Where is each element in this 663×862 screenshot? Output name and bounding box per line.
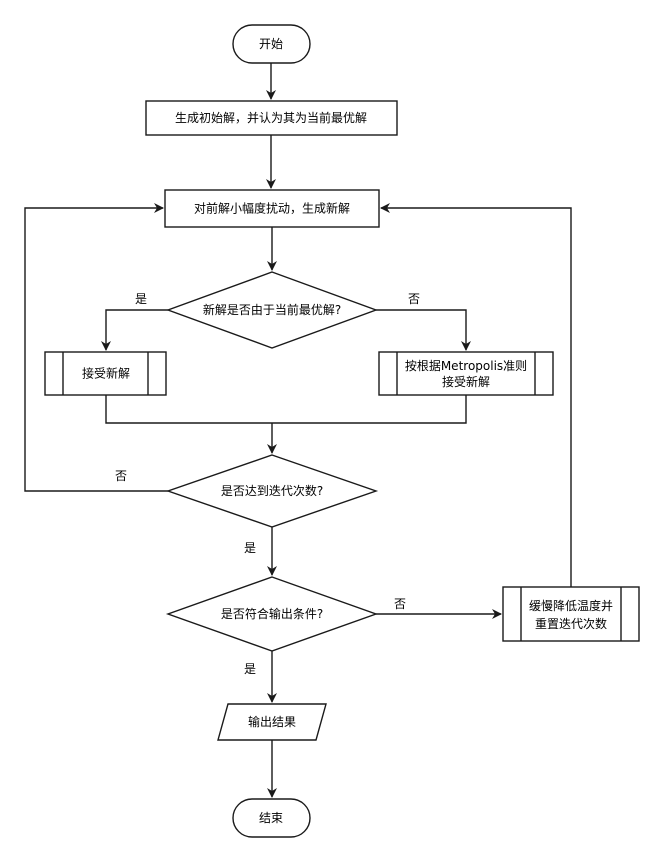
edge-better-yes	[101, 309, 168, 351]
metropolis-label-line2: 接受新解	[442, 374, 490, 389]
decision-better-label: 新解是否由于当前最优解?	[203, 302, 341, 317]
cool-node[interactable]: 缓慢降低温度并 重置迭代次数	[502, 586, 640, 642]
edge-merge	[105, 395, 467, 424]
metropolis-label-line1: 按根据Metropolis准则	[405, 359, 527, 373]
label-better-no: 否	[408, 292, 420, 306]
edge-cool-loop	[380, 203, 572, 587]
label-output-no: 否	[394, 597, 406, 611]
end-label: 结束	[259, 811, 283, 825]
edge-iter-no-loop	[24, 203, 168, 492]
decision-output-node[interactable]: 是否符合输出条件?	[165, 576, 379, 652]
decision-iter-node[interactable]: 是否达到迭代次数?	[165, 454, 379, 528]
start-label: 开始	[259, 37, 283, 51]
edge-better-no	[376, 309, 471, 351]
decision-iter-label: 是否达到迭代次数?	[221, 483, 323, 498]
perturb-label: 对前解小幅度扰动，生成新解	[194, 201, 350, 216]
label-iter-yes: 是	[244, 541, 256, 555]
cool-label-line2: 重置迭代次数	[535, 616, 607, 631]
init-node[interactable]: 生成初始解，并认为其为当前最优解	[145, 100, 398, 136]
decision-output-label: 是否符合输出条件?	[221, 606, 323, 621]
perturb-node[interactable]: 对前解小幅度扰动，生成新解	[164, 189, 380, 228]
decision-better-node[interactable]: 新解是否由于当前最优解?	[165, 271, 379, 349]
start-node[interactable]: 开始	[232, 24, 311, 64]
cool-label-line1: 缓慢降低温度并	[529, 598, 613, 613]
label-output-yes: 是	[244, 662, 256, 676]
output-label: 输出结果	[248, 714, 296, 729]
end-node[interactable]: 结束	[232, 798, 311, 838]
init-label: 生成初始解，并认为其为当前最优解	[175, 110, 367, 125]
accept-new-label: 接受新解	[82, 366, 130, 381]
output-node[interactable]: 输出结果	[217, 703, 327, 741]
label-better-yes: 是	[135, 292, 147, 306]
label-iter-no: 否	[115, 469, 127, 483]
metropolis-node[interactable]: 按根据Metropolis准则 接受新解	[378, 351, 554, 396]
accept-new-node[interactable]: 接受新解	[44, 351, 167, 396]
